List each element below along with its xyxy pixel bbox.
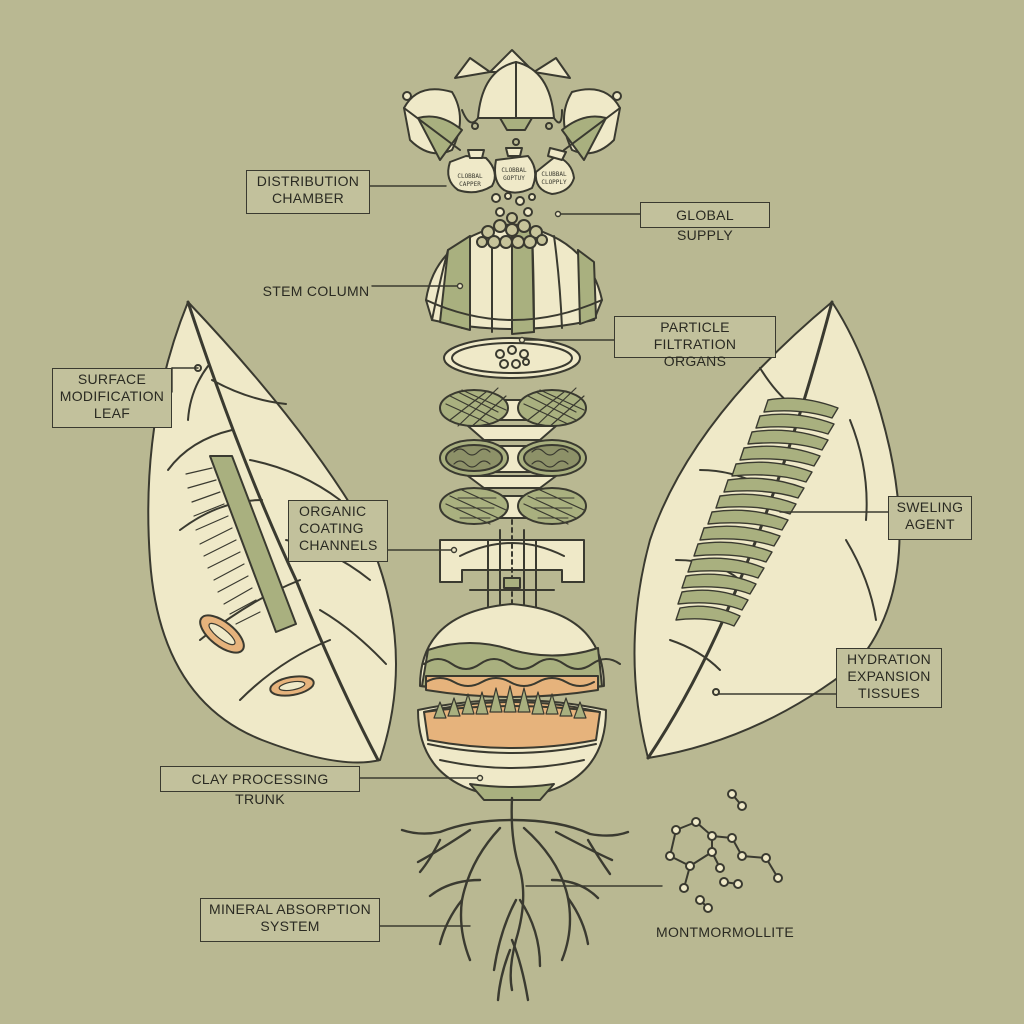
sweling-agent-leaf — [633, 300, 901, 760]
filtration-disc — [443, 337, 581, 379]
label-montmorillonite: MONTMORMOLLITE — [656, 924, 794, 940]
sack-labels: CLOBBAL CAPPER CLOBBAL GOPTUY CLUBBAL CL… — [457, 167, 567, 188]
label-global-supply: GLOBAL SUPPLY — [640, 202, 770, 243]
global-supply-sacks — [447, 147, 575, 195]
sack-right-line1: CLUBBAL — [541, 171, 567, 178]
stem-column-dome — [425, 223, 603, 335]
supply-particles — [491, 192, 536, 217]
sack-right-line2: CLOPPLY — [541, 179, 567, 186]
sack-center-line2: GOPTUY — [503, 175, 525, 182]
distribution-chamber-flowers — [402, 49, 622, 161]
mineral-absorption-roots — [400, 796, 630, 1002]
leader-lines — [171, 185, 889, 927]
label-clay-processing-trunk: CLAY PROCESSING TRUNK — [160, 766, 360, 807]
organic-coating-channels-structure — [439, 519, 585, 613]
sack-center-line1: CLOBBAL — [501, 167, 527, 174]
filtration-organ-stack — [439, 387, 587, 525]
seed-cluster — [476, 212, 548, 249]
hydration-hemisphere-top — [419, 603, 621, 698]
sack-left-line1: CLOBBAL — [457, 173, 483, 180]
surface-modification-leaf — [147, 300, 397, 764]
sack-left-line2: CAPPER — [459, 181, 481, 188]
clay-processing-trunk-bowl — [417, 685, 607, 801]
montmorillonite-molecule — [665, 789, 783, 913]
label-stem-column: STEM COLUMN — [262, 283, 370, 299]
